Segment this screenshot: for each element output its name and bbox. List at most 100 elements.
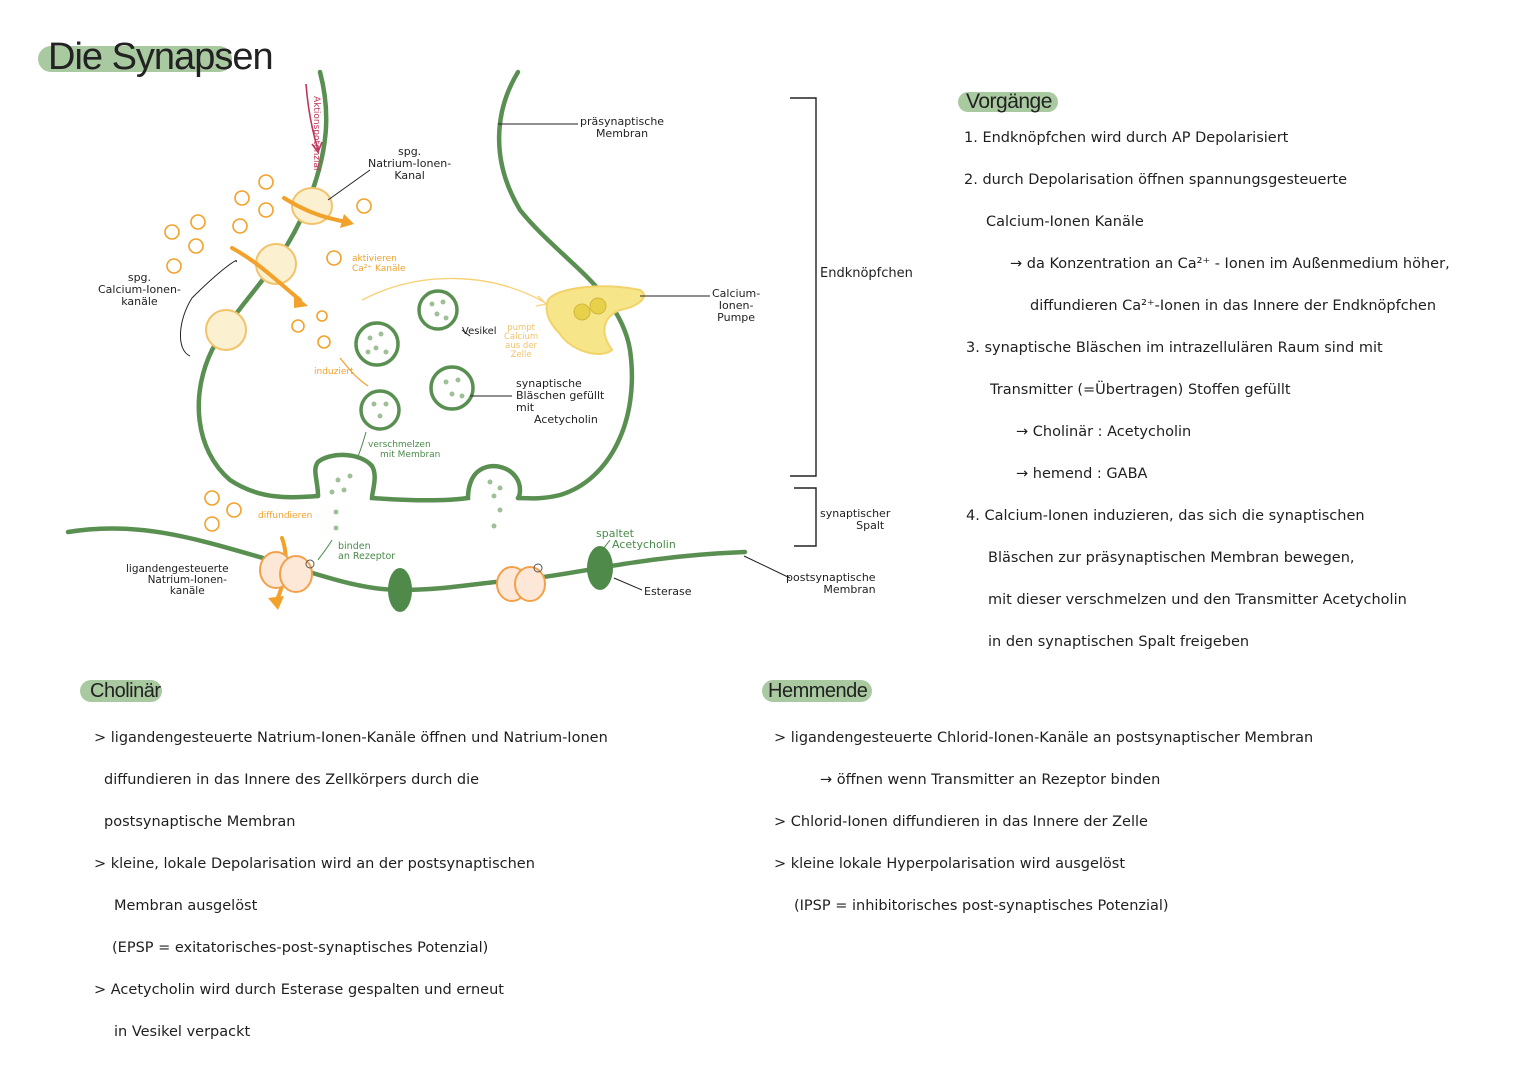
label-line: spg. [127, 271, 152, 284]
title-highlight [38, 46, 232, 72]
label-line: aus der [505, 341, 538, 351]
label-esterase: Esterase [644, 585, 692, 598]
label-line: Bläschen gefüllt [516, 389, 605, 402]
label-spg-calcium: spg. Calcium-Ionen- kanäle [98, 272, 181, 308]
cholinaer-line: Membran ausgelöst [114, 898, 258, 914]
vorgaenge-highlight [958, 92, 1058, 112]
label-ligandengesteuerte: ligandengesteuerte Natrium-Ionen- kanäle [126, 564, 229, 597]
label-line: verschmelzen [368, 440, 431, 450]
vorgaenge-line: mit dieser verschmelzen und den Transmit… [988, 592, 1407, 608]
label-line: spaltet [596, 527, 634, 540]
label-aktivieren: aktivieren Ca²⁺ Kanäle [352, 254, 406, 274]
label-line: mit Membran [380, 450, 441, 460]
vorgaenge-heading: Vorgänge [966, 90, 1052, 113]
hemmende-line: > kleine lokale Hyperpolarisation wird a… [774, 856, 1126, 872]
vorgaenge-line: 1. Endknöpfchen wird durch AP Depolarisi… [964, 130, 1289, 146]
label-line: Acetycholin [612, 538, 676, 551]
label-line: kanäle [169, 585, 205, 597]
endknoepfchen-bracket [790, 97, 817, 477]
label-synaptische-blaeschen: synaptische Bläschen gefüllt mit Acetych… [516, 378, 604, 426]
label-line: Spalt [856, 519, 885, 532]
label-spaltet: spaltet Acetycholin [596, 528, 676, 550]
label-line: spg. [397, 145, 422, 158]
label-praesynaptische-membran: präsynaptische Membran [580, 116, 664, 140]
label-line: ligandengesteuerte [126, 563, 229, 575]
label-line: Membran [595, 127, 649, 140]
label-spg-natrium: spg. Natrium-Ionen- Kanal [368, 146, 451, 182]
label-binden: binden an Rezeptor [338, 542, 395, 562]
label-line: mit [516, 401, 535, 414]
vesicles [354, 289, 475, 431]
label-line: pumpt [507, 323, 535, 333]
label-line: Membran [823, 583, 876, 596]
label-induziert: induziert [314, 367, 354, 377]
ligand-channels [259, 551, 546, 602]
vorgaenge-line: diffundieren Ca²⁺-Ionen in das Innere de… [1030, 298, 1437, 314]
esterase-shape [587, 546, 613, 590]
label-diffundieren: diffundieren [258, 511, 313, 521]
calcium-ions [164, 174, 372, 532]
cholinaer-line: (EPSP = exitatorisches-post-synaptisches… [112, 940, 489, 956]
label-postsynaptische-membran: postsynaptische Membran [786, 572, 876, 596]
vorgaenge-line: 2. durch Depolarisation öffnen spannungs… [964, 172, 1348, 188]
label-calcium-pumpe: Calcium- Ionen- Pumpe [712, 288, 760, 324]
page-title: Die Synapsen [48, 36, 274, 78]
vorgaenge-line: → da Konzentration an Ca²⁺ - Ionen im Au… [1010, 256, 1450, 272]
label-aktionspotenzial: Aktionspotenzial [311, 96, 321, 171]
label-line: Calcium-Ionen- [98, 283, 181, 296]
vesicle [359, 389, 401, 431]
label-line: synaptische [516, 377, 582, 390]
label-line: Kanal [394, 169, 425, 182]
presynaptic-membrane-left [196, 69, 329, 500]
spalt-bracket [794, 487, 817, 547]
hemmende-line: > Chlorid-Ionen diffundieren in das Inne… [774, 814, 1148, 830]
hemmende-line: > ligandengesteuerte Chlorid-Ionen-Kanäl… [774, 730, 1314, 746]
vorgaenge-line: 4. Calcium-Ionen induzieren, das sich di… [966, 508, 1365, 524]
label-endknoepfchen: Endknöpfchen [820, 266, 913, 281]
cholinaer-highlight [80, 680, 162, 702]
vorgaenge-line: Calcium-Ionen Kanäle [986, 214, 1144, 230]
calcium-pump-icon [545, 285, 645, 355]
cholinaer-heading: Cholinär [90, 680, 161, 702]
hemmende-highlight [762, 680, 872, 702]
cholinaer-line: diffundieren in das Innere des Zellkörpe… [104, 772, 480, 788]
label-line: an Rezeptor [338, 551, 396, 562]
label-line: kanäle [121, 295, 158, 308]
label-line: Calcium [504, 332, 539, 342]
label-line: Zelle [510, 350, 532, 360]
label-line: Acetycholin [534, 413, 598, 426]
label-verschmelzen: verschmelzen mit Membran [368, 440, 440, 460]
hemmende-line: → öffnen wenn Transmitter an Rezeptor bi… [820, 772, 1161, 788]
cholinaer-line: in Vesikel verpackt [114, 1024, 251, 1040]
label-line: synaptischer [820, 507, 891, 520]
hemmende-heading: Hemmende [768, 680, 868, 702]
vorgaenge-line: Bläschen zur präsynaptischen Membran bew… [988, 550, 1355, 566]
label-line: postsynaptische [786, 571, 876, 584]
hemmende-line: (IPSP = inhibitorisches post-synaptische… [794, 898, 1169, 914]
label-line: Pumpe [717, 311, 756, 324]
esterase-shape [388, 568, 412, 612]
vorgaenge-line: 3. synaptische Bläschen im intrazellulär… [966, 340, 1383, 356]
label-line: Calcium- [712, 287, 761, 300]
transmitter-dots [329, 299, 503, 531]
bouton-bottom [313, 452, 523, 503]
label-line: binden [338, 541, 371, 552]
cholinaer-line: > ligandengesteuerte Natrium-Ionen-Kanäl… [94, 730, 608, 746]
label-vesikel: Vesikel [462, 326, 497, 337]
label-line: Ionen- [718, 299, 754, 312]
label-line: Natrium-Ionen- [368, 157, 452, 170]
label-line: aktivieren [352, 254, 397, 264]
arrow-to-pump [361, 277, 545, 303]
vorgaenge-line: Transmitter (=Übertragen) Stoffen gefüll… [990, 382, 1291, 398]
label-pumpt: pumpt Calcium aus der Zelle [504, 324, 538, 360]
vesicle [354, 321, 400, 367]
cholinaer-line: postsynaptische Membran [104, 814, 296, 830]
vorgaenge-line: → hemend : GABA [1016, 466, 1148, 482]
vesicle [417, 289, 459, 331]
vorgaenge-line: in den synaptischen Spalt freigeben [988, 634, 1250, 650]
label-line: Ca²⁺ Kanäle [352, 264, 406, 274]
label-synaptischer-spalt: synaptischer Spalt [820, 508, 890, 532]
cholinaer-line: > Acetycholin wird durch Esterase gespal… [94, 982, 504, 998]
vorgaenge-line: → Cholinär : Acetycholin [1016, 424, 1192, 440]
